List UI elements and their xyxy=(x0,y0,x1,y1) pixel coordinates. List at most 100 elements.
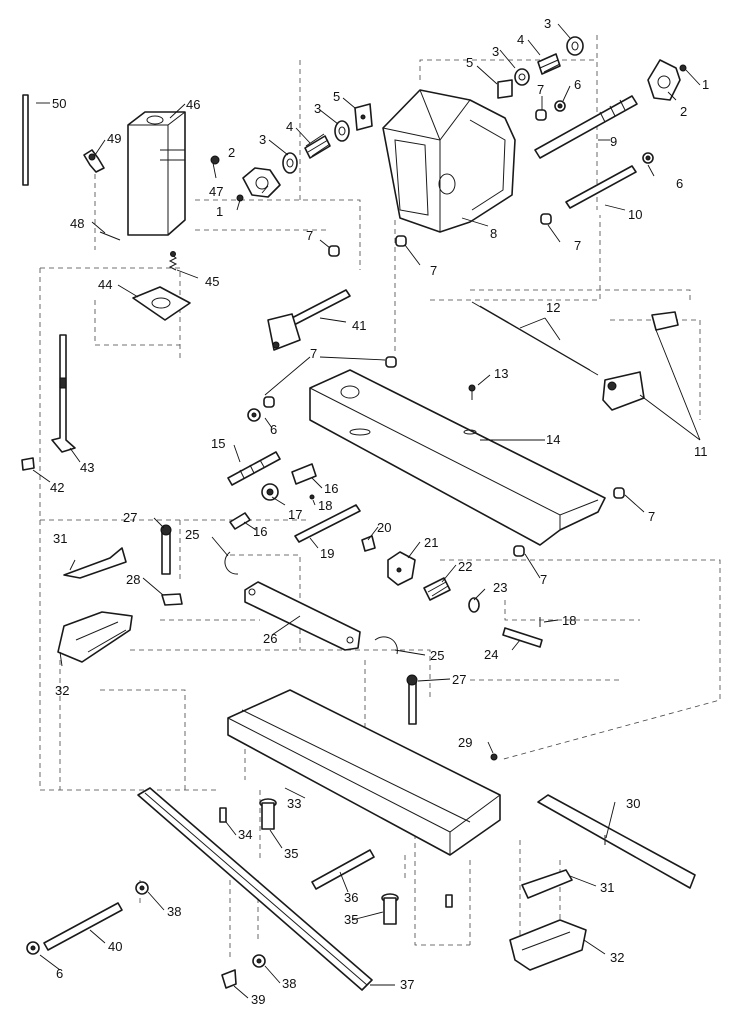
part-7-bushing-c xyxy=(395,235,407,247)
part-7-bushing-e xyxy=(385,356,397,368)
part-32-foot-left xyxy=(57,611,133,663)
label-37: 37 xyxy=(400,977,414,992)
label-2-right: 2 xyxy=(680,104,687,119)
label-14: 14 xyxy=(546,432,560,447)
part-9-threaded-rod xyxy=(534,95,638,159)
label-16-a: 16 xyxy=(324,481,338,496)
part-35-bolt-b xyxy=(381,893,399,925)
part-41-lever xyxy=(267,289,351,351)
part-33-channel xyxy=(227,689,501,856)
part-16-bushing-a xyxy=(291,463,317,485)
label-24: 24 xyxy=(484,647,498,662)
label-45: 45 xyxy=(205,274,219,289)
label-44: 44 xyxy=(98,277,112,292)
part-47-screw xyxy=(210,155,220,165)
label-4-a: 4 xyxy=(286,119,293,134)
part-31-bracket-left xyxy=(63,547,127,579)
part-27-bolt-a xyxy=(160,524,172,575)
part-3-washer-a xyxy=(282,152,298,174)
part-46-housing-block xyxy=(127,111,186,236)
part-32-foot-right xyxy=(509,919,587,971)
label-28: 28 xyxy=(126,572,140,587)
label-38-a: 38 xyxy=(167,904,181,919)
label-2-left: 2 xyxy=(228,145,235,160)
part-13-screw xyxy=(468,384,476,400)
label-40: 40 xyxy=(108,939,122,954)
label-27-b: 27 xyxy=(452,672,466,687)
label-17: 17 xyxy=(288,507,302,522)
part-48-pin xyxy=(99,231,121,241)
part-45-spring xyxy=(168,251,178,271)
label-23: 23 xyxy=(493,580,507,595)
part-5-plate-b xyxy=(497,79,513,99)
part-22-spring xyxy=(423,577,451,601)
part-7-bushing-a xyxy=(535,109,547,121)
label-49: 49 xyxy=(107,131,121,146)
label-27-a: 27 xyxy=(123,510,137,525)
label-7-a: 7 xyxy=(537,82,544,97)
part-36-rod xyxy=(311,849,375,890)
label-36: 36 xyxy=(344,890,358,905)
part-28-clip xyxy=(161,593,183,606)
label-43: 43 xyxy=(80,460,94,475)
part-10-rod xyxy=(565,165,637,209)
label-18-a: 18 xyxy=(318,498,332,513)
label-7-g: 7 xyxy=(648,509,655,524)
label-30: 30 xyxy=(626,796,640,811)
label-7-c: 7 xyxy=(430,263,437,278)
label-7-b: 7 xyxy=(574,238,581,253)
part-7-bushing-h xyxy=(513,545,525,557)
part-3-washer-c xyxy=(514,68,530,86)
label-6-d: 6 xyxy=(56,966,63,981)
part-31-bracket-right xyxy=(521,869,573,899)
label-34: 34 xyxy=(238,827,252,842)
part-35-bolt-a xyxy=(259,798,277,830)
part-19-rod xyxy=(294,504,361,543)
part-1-screw-right xyxy=(679,64,687,72)
part-38-nut-a xyxy=(135,881,149,895)
label-3-c: 3 xyxy=(492,44,499,59)
label-41: 41 xyxy=(352,318,366,333)
part-3-washer-d xyxy=(566,36,584,56)
label-11: 11 xyxy=(694,444,708,459)
leader-lines xyxy=(32,23,701,999)
part-27-bolt-b xyxy=(406,674,418,725)
label-31-left: 31 xyxy=(53,531,67,546)
label-25-b: 25 xyxy=(430,648,444,663)
part-12-cable xyxy=(471,301,599,376)
label-15: 15 xyxy=(211,436,225,451)
label-10: 10 xyxy=(628,207,642,222)
label-16-b: 16 xyxy=(253,524,267,539)
label-42: 42 xyxy=(50,480,64,495)
label-21: 21 xyxy=(424,535,438,550)
part-44-plate xyxy=(132,286,191,321)
label-18-b: 18 xyxy=(562,613,576,628)
label-26: 26 xyxy=(263,631,277,646)
label-46: 46 xyxy=(186,97,200,112)
part-6-nut-a xyxy=(554,100,566,112)
part-7-bushing-g xyxy=(613,487,625,499)
part-6-nut-d xyxy=(26,941,40,955)
label-25-a: 25 xyxy=(185,527,199,542)
part-23-washer xyxy=(468,597,480,613)
part-24-pin xyxy=(502,627,543,648)
part-channel-screw xyxy=(445,894,453,908)
label-31-right: 31 xyxy=(600,880,614,895)
label-7-e: 7 xyxy=(310,346,317,361)
part-40-rod xyxy=(43,902,123,951)
label-5-a: 5 xyxy=(333,89,340,104)
part-50-rod xyxy=(22,94,29,186)
part-20-clip xyxy=(361,535,376,552)
part-30-rail-right xyxy=(537,794,696,889)
part-7-bushing-d xyxy=(328,245,340,257)
part-42-clip xyxy=(21,457,35,471)
part-17-gear xyxy=(261,483,279,501)
part-29-screw xyxy=(490,753,498,761)
label-38-b: 38 xyxy=(282,976,296,991)
label-3-d: 3 xyxy=(544,16,551,31)
label-35-a: 35 xyxy=(284,846,298,861)
label-32-right: 32 xyxy=(610,950,624,965)
part-14-main-beam xyxy=(309,369,606,546)
part-8-housing xyxy=(382,89,516,233)
part-37-long-rail xyxy=(137,787,373,991)
